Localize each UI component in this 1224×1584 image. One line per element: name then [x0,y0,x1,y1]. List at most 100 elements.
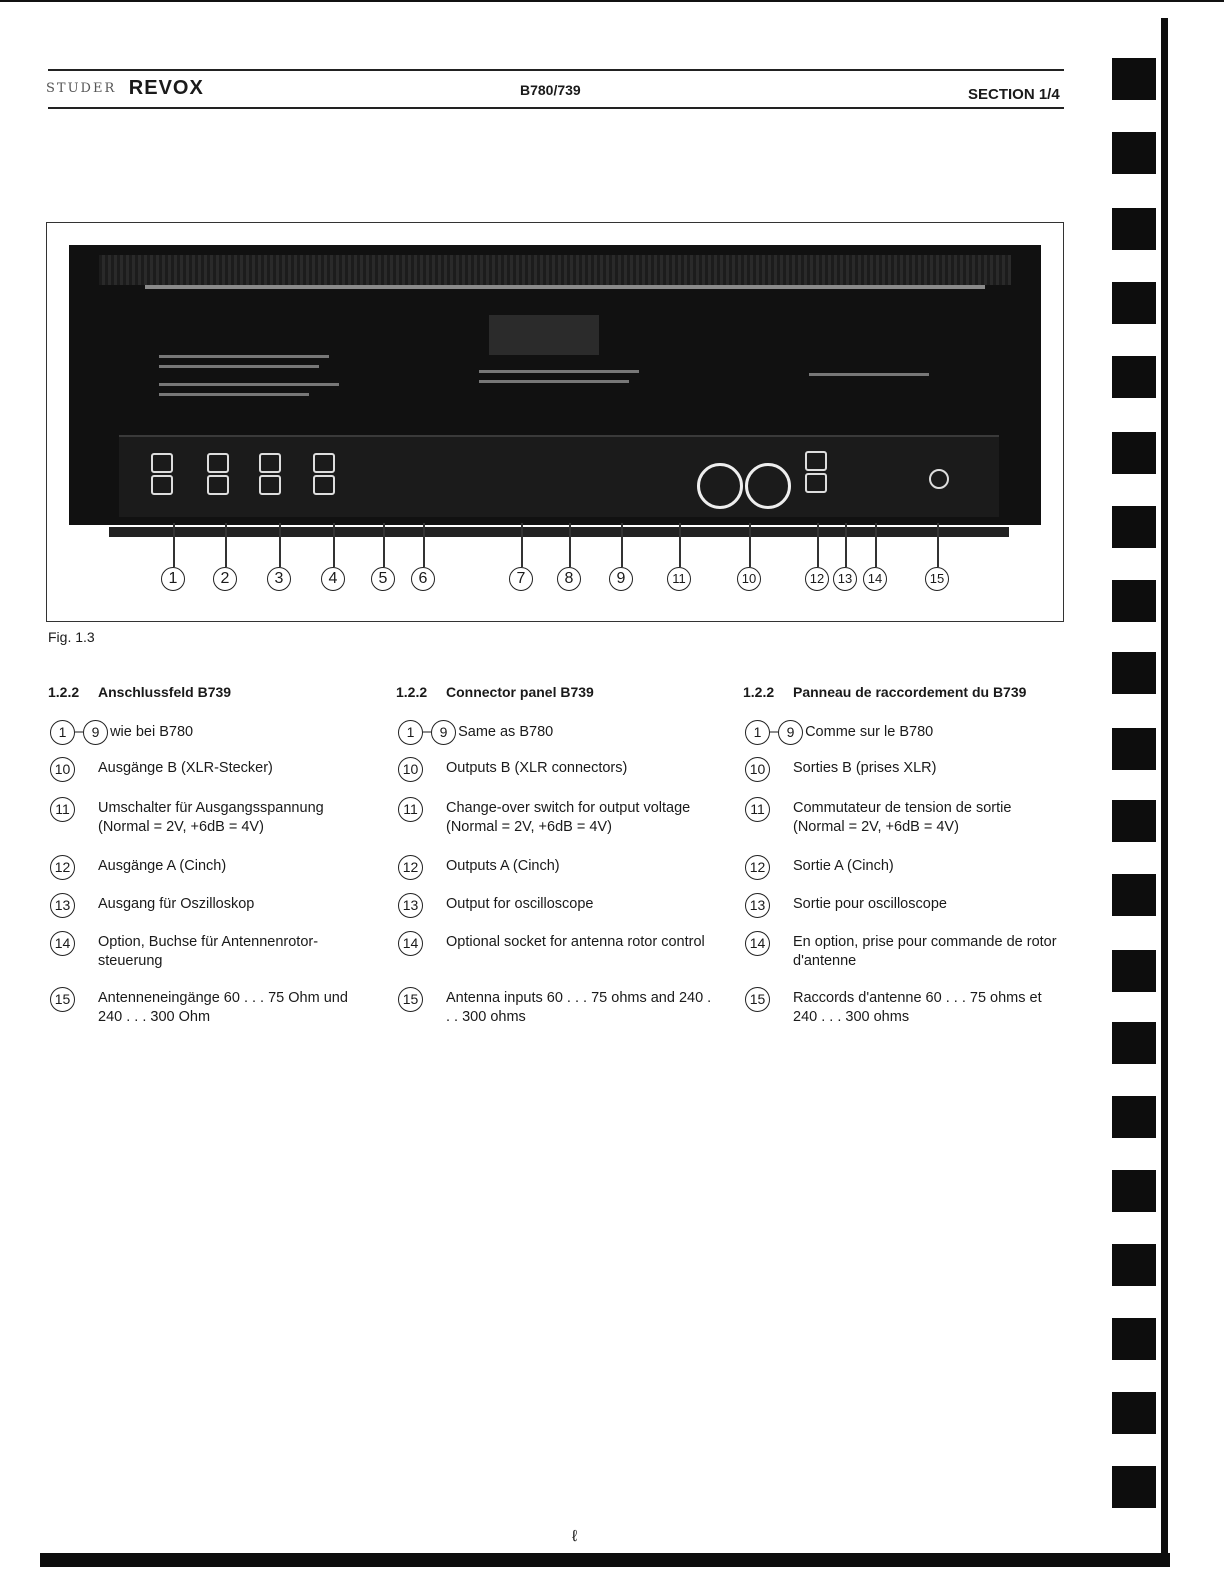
range-dash: – [770,724,779,740]
item-text: Option, Buchse für Antennenrotor-steueru… [98,934,319,969]
item-number-badge: 15 [50,987,75,1012]
callout-number: 10 [737,567,761,591]
cinch-jack [313,453,335,473]
callout-leader [845,523,847,567]
item-number-badge: 10 [50,757,75,782]
callout-leader [333,523,335,567]
list-item: 10 Outputs B (XLR connectors) [396,757,716,798]
callout-number: 3 [267,567,291,591]
item-number-badge: 9 [778,720,804,745]
callout-leader [383,523,385,567]
cinch-jack [207,453,229,473]
license-text-line [479,370,639,373]
cinch-jack [207,475,229,495]
item-number-badge: 10 [398,757,423,782]
cinch-jack [259,475,281,495]
callout-number: 1 [161,567,185,591]
item-number-badge: 15 [745,987,770,1012]
warning-text-line [159,365,319,368]
binding-tab [1112,1022,1156,1064]
cinch-jack [151,475,173,495]
list-item: 15 Antenneneingänge 60 . . . 75 Ohm und 2… [48,987,368,1028]
binding-tab [1112,58,1156,100]
item-text: Outputs B (XLR connectors) [446,760,628,776]
list-item: 10 Ausgänge B (XLR-Stecker) [48,757,368,798]
callout-number: 13 [833,567,857,591]
callout-leader [173,523,175,567]
item-number-badge: 12 [398,855,423,880]
item-text: wie bei B780 [110,724,194,740]
binding-tab [1112,580,1156,622]
list-item: 15 Raccords d'antenne 60 . . . 75 ohms et… [743,987,1063,1028]
binding-tab [1112,950,1156,992]
cinch-jack [805,451,827,471]
cinch-jack [259,453,281,473]
item-text: Antenneneingänge 60 . . . 75 Ohm und 240… [98,990,348,1025]
item-text: En option, prise pour commande de rotor … [793,934,1057,969]
item-number-badge: 13 [50,893,75,918]
binding-tab [1112,506,1156,548]
section-number: 1.2.2 [396,684,428,700]
item-number-badge: 1 [745,720,770,745]
item-text: Ausgänge B (XLR-Stecker) [98,760,273,776]
item-number-badge: 12 [745,855,770,880]
page-bottom-edge [40,1553,1170,1567]
list-item: 14 Option, Buchse für Antennenrotor-steue… [48,931,368,972]
cinch-jack [805,473,827,493]
top-grille [99,255,1011,285]
binding-tab [1112,1318,1156,1360]
item-text: Raccords d'antenne 60 . . . 75 ohms et 2… [793,990,1042,1025]
binding-tab [1112,1096,1156,1138]
callout-leader [279,523,281,567]
item-text: Same as B780 [458,724,554,740]
warning-text-line [159,383,339,386]
warning-text-line [159,355,329,358]
warning-text-line [159,393,309,396]
callout-number: 6 [411,567,435,591]
binding-tab [1112,800,1156,842]
item-number-badge: 11 [50,797,75,822]
binding-tab [1112,1392,1156,1434]
callout-number: 8 [557,567,581,591]
item-text: Antenna inputs 60 . . . 75 ohms and 240 … [446,990,712,1025]
callout-number: 2 [213,567,237,591]
item-text: Sortie pour oscilloscope [793,896,947,912]
callout-number: 12 [805,567,829,591]
binding-tab [1112,208,1156,250]
binding-tab [1112,874,1156,916]
header-rule-top [48,69,1064,71]
item-number-badge: 14 [50,931,75,956]
type-plate [489,315,599,355]
item-text: Sorties B (prises XLR) [793,760,937,776]
binding-tab [1112,356,1156,398]
item-text: Comme sur le B780 [805,724,934,740]
section-number: 1.2.2 [743,684,775,700]
callout-leader [621,523,623,567]
item-number-badge: 12 [50,855,75,880]
callout-number: 11 [667,567,691,591]
item-text: Ausgänge A (Cinch) [98,858,227,874]
callout-number: 15 [925,567,949,591]
callout-number: 4 [321,567,345,591]
binding-tab [1112,282,1156,324]
callout-leader [423,523,425,567]
callout-leader [569,523,571,567]
heading-text: Anschlussfeld B739 [98,684,232,700]
license-text-line [479,380,629,383]
figure-caption: Fig. 1.3 [48,629,95,645]
binding-tab [1112,652,1156,694]
rear-panel-image [69,245,1041,537]
binding-tab [1112,1244,1156,1286]
range-dash: – [423,724,432,740]
